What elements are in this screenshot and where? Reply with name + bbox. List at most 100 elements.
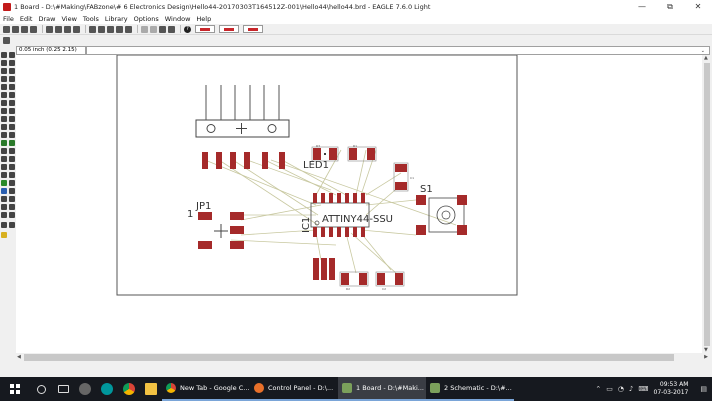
stop-icon[interactable] xyxy=(159,25,166,33)
zoom-in-icon[interactable] xyxy=(98,25,105,33)
mirror-tool-icon[interactable] xyxy=(1,76,7,82)
print-icon[interactable] xyxy=(21,25,28,33)
group-tool-icon[interactable] xyxy=(1,84,7,90)
change-tool-icon[interactable] xyxy=(9,84,15,90)
miter-tool-icon[interactable] xyxy=(9,212,15,218)
pinswap-tool-icon[interactable] xyxy=(9,204,15,210)
attribute-tool-icon[interactable] xyxy=(9,172,15,178)
save-icon[interactable] xyxy=(12,25,19,33)
cam-icon[interactable] xyxy=(30,25,37,33)
redraw-icon[interactable] xyxy=(116,25,123,33)
redo-icon[interactable] xyxy=(150,25,157,33)
minimize-button[interactable]: — xyxy=(638,2,646,11)
arc-tool-icon[interactable] xyxy=(1,156,7,162)
command-line-input[interactable]: ⌄ xyxy=(86,46,710,55)
polygon-tool-icon[interactable] xyxy=(1,164,7,170)
board-canvas[interactable]: LED1 ATTINY44-SSU IC1 S1 JP1 1 R1 C1 R2 … xyxy=(16,55,709,353)
menu-help[interactable]: Help xyxy=(196,14,212,23)
info-tool-icon[interactable] xyxy=(1,52,7,58)
task-chrome[interactable]: New Tab - Google C... xyxy=(162,377,250,401)
volume-icon[interactable]: ♪ xyxy=(628,385,634,393)
menu-edit[interactable]: Edit xyxy=(19,14,33,23)
delete-tool-icon[interactable] xyxy=(9,92,15,98)
show-hidden-icon[interactable]: ⌃ xyxy=(595,385,602,393)
cut-tool-icon[interactable] xyxy=(1,222,7,228)
chrome-icon[interactable] xyxy=(118,377,140,401)
add-tool-icon[interactable] xyxy=(1,100,7,106)
use-icon[interactable] xyxy=(64,25,71,33)
auto-tool-icon[interactable] xyxy=(9,180,15,186)
split-tool-icon[interactable] xyxy=(9,116,15,122)
open-icon[interactable] xyxy=(3,25,10,33)
task-eagle-schematic[interactable]: 2 Schematic - D:\#... xyxy=(426,377,514,401)
keyboard-icon[interactable]: ⌨ xyxy=(638,385,649,393)
dimension-tool-icon[interactable] xyxy=(1,188,7,194)
drc-icon[interactable] xyxy=(73,25,80,33)
scroll-down-icon[interactable]: ▼ xyxy=(704,347,708,353)
errors-tool-icon[interactable] xyxy=(1,204,7,210)
show-tool-icon[interactable] xyxy=(9,52,15,58)
text-tool-icon[interactable] xyxy=(1,148,7,154)
file-explorer-icon[interactable] xyxy=(140,377,162,401)
lock-tool-icon[interactable] xyxy=(1,108,7,114)
task-eagle-board[interactable]: 1 Board - D:\#Maki... xyxy=(338,377,426,401)
battery-icon[interactable]: ▭ xyxy=(606,385,613,393)
vertical-scrollbar[interactable]: ▲ ▼ xyxy=(702,55,712,353)
zoom-fit-icon[interactable] xyxy=(89,25,96,33)
menu-file[interactable]: File xyxy=(3,14,14,23)
wire-tool-icon[interactable] xyxy=(9,132,15,138)
chevron-down-icon[interactable]: ⌄ xyxy=(700,48,705,54)
network-icon[interactable]: ◔ xyxy=(617,385,624,393)
copy-tool-icon[interactable] xyxy=(9,68,15,74)
warning-icon[interactable] xyxy=(1,232,7,238)
menu-options[interactable]: Options xyxy=(133,14,159,23)
rotate-tool-icon[interactable] xyxy=(9,76,15,82)
menu-library[interactable]: Library xyxy=(104,14,128,23)
meander-tool-icon[interactable] xyxy=(9,188,15,194)
circle-tool-icon[interactable] xyxy=(9,148,15,154)
via-tool-icon[interactable] xyxy=(9,164,15,170)
clock[interactable]: 09:53 AM 07-03-2017 xyxy=(654,381,689,397)
script-icon[interactable] xyxy=(46,25,53,33)
drc-tool-icon[interactable] xyxy=(9,196,15,202)
undo-icon[interactable] xyxy=(141,25,148,33)
scroll-left-icon[interactable]: ◀ xyxy=(17,354,21,360)
pcb-service-icon[interactable] xyxy=(243,25,263,33)
menu-tools[interactable]: Tools xyxy=(82,14,99,23)
close-button[interactable]: ✕ xyxy=(694,2,702,11)
menu-draw[interactable]: Draw xyxy=(38,14,56,23)
replace-tool-icon[interactable] xyxy=(1,212,7,218)
start-button[interactable] xyxy=(0,377,30,401)
layer-settings-icon[interactable] xyxy=(3,36,10,44)
go-icon[interactable] xyxy=(168,25,175,33)
display-tool-icon[interactable] xyxy=(1,60,7,66)
optimize-tool-icon[interactable] xyxy=(1,124,7,130)
route-tool-icon[interactable] xyxy=(9,124,15,130)
task-control-panel[interactable]: Control Panel - D:\... xyxy=(250,377,338,401)
design-link-icon[interactable] xyxy=(195,25,215,33)
arduino-icon[interactable] xyxy=(96,377,118,401)
hole-tool-icon[interactable] xyxy=(1,172,7,178)
ripup-tool-icon[interactable] xyxy=(1,132,7,138)
smash-tool-icon[interactable] xyxy=(1,116,7,122)
erc-tool-icon[interactable] xyxy=(1,196,7,202)
airwire-tool-icon[interactable] xyxy=(9,140,15,146)
pinned-app-icon[interactable] xyxy=(74,377,96,401)
rect-tool-icon[interactable] xyxy=(9,156,15,162)
notification-icon[interactable]: ▤ xyxy=(700,385,707,393)
maximize-button[interactable]: ⧉ xyxy=(667,1,673,11)
ulp-icon[interactable] xyxy=(55,25,62,33)
menu-view[interactable]: View xyxy=(61,14,77,23)
paste-tool-icon[interactable] xyxy=(1,92,7,98)
zoom-out-icon[interactable] xyxy=(107,25,114,33)
fusion-sync-icon[interactable] xyxy=(219,25,239,33)
scroll-right-icon[interactable]: ▶ xyxy=(704,354,708,360)
name-tool-icon[interactable] xyxy=(9,100,15,106)
extra-tool-icon[interactable] xyxy=(9,222,15,228)
help-icon[interactable]: ? xyxy=(184,25,191,33)
value-tool-icon[interactable] xyxy=(9,108,15,114)
signal-tool-icon[interactable] xyxy=(1,140,7,146)
vertical-scroll-thumb[interactable] xyxy=(704,63,710,346)
task-view-icon[interactable] xyxy=(52,377,74,401)
move-tool-icon[interactable] xyxy=(1,68,7,74)
